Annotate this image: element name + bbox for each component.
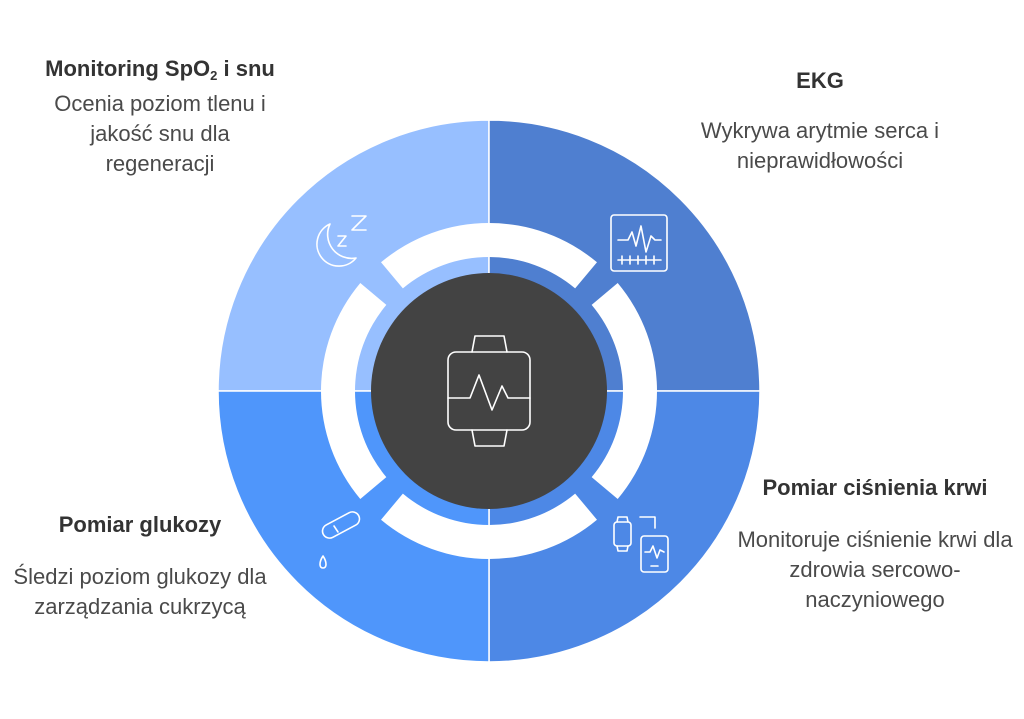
ring-gap-3	[381, 222, 597, 289]
spo2-title: Monitoring SpO2 i snu	[45, 56, 275, 83]
glucose-description: Śledzi poziom glukozy dla zarządzania cu…	[13, 564, 267, 619]
glucose-title: Pomiar glukozy	[58, 512, 222, 537]
smartwatch-icon	[447, 335, 531, 447]
blood-pressure-block: Pomiar ciśnienia krwi Monitoruje ciśnien…	[730, 473, 1020, 615]
test-tube-drop-icon	[319, 511, 361, 569]
ekg-monitor-icon	[610, 214, 668, 272]
ekg-description: Wykrywa arytmie serca i nieprawidłowości	[700, 118, 940, 173]
ring-gap-2	[321, 283, 387, 499]
ring-gap-1	[381, 493, 597, 560]
ring-gap-0	[591, 283, 658, 499]
glucose-block: Pomiar glukozy Śledzi poziom glukozy dla…	[10, 510, 270, 622]
center-disc	[371, 273, 607, 509]
spo2-description: Ocenia poziom tlenu i jakość snu dla reg…	[54, 91, 266, 176]
ekg-title: EKG	[796, 68, 844, 93]
ekg-block: EKG Wykrywa arytmie serca i nieprawidłow…	[700, 66, 940, 176]
blood-pressure-description: Monitoruje ciśnienie krwi dla zdrowia se…	[737, 527, 1013, 612]
spo2-block: Monitoring SpO2 i snu Ocenia poziom tlen…	[40, 54, 280, 179]
sleep-moon-icon	[316, 215, 367, 267]
blood-pressure-title: Pomiar ciśnienia krwi	[762, 475, 988, 500]
watch-phone-icon	[613, 516, 669, 573]
